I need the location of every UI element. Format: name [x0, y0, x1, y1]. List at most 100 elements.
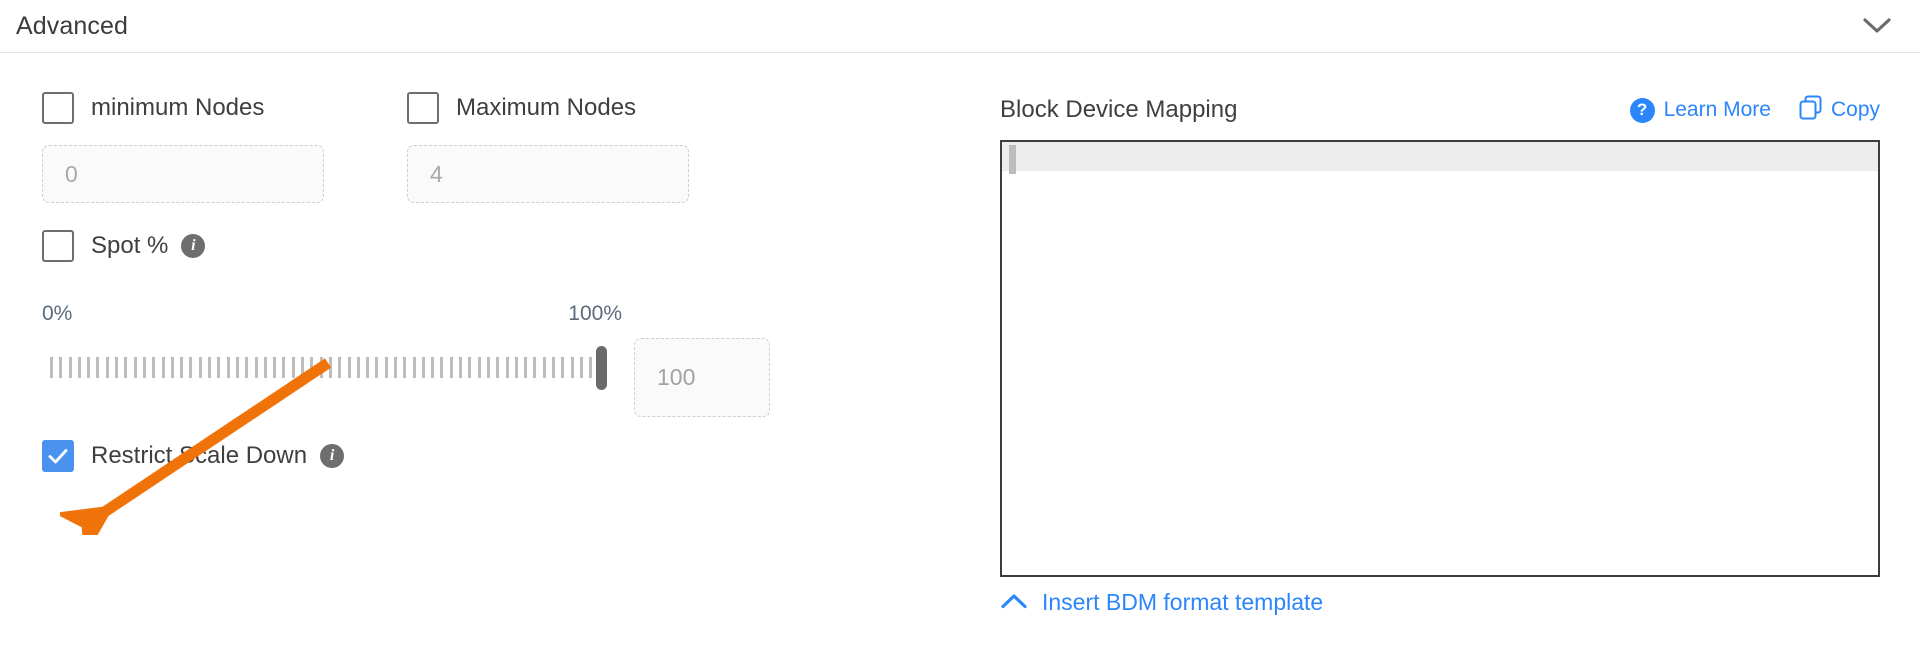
- slider-tick: [235, 357, 239, 378]
- slider-tick: [189, 357, 193, 378]
- slider-tick: [375, 357, 379, 378]
- slider-tick: [347, 357, 351, 378]
- slider-tick: [310, 357, 314, 378]
- slider-tick: [542, 357, 546, 378]
- slider-tick: [570, 357, 574, 378]
- spot-percent-value-input[interactable]: 100: [634, 338, 770, 417]
- copy-label: Copy: [1830, 98, 1880, 121]
- slider-tick: [282, 357, 286, 378]
- slider-tick: [505, 357, 509, 378]
- slider-tick: [254, 357, 258, 378]
- maximum-nodes-field: Maximum Nodes 4: [407, 92, 689, 203]
- slider-tick: [524, 357, 528, 378]
- copy-link[interactable]: Copy: [1799, 95, 1880, 126]
- slider-tick: [319, 357, 323, 378]
- slider-tick: [477, 357, 481, 378]
- slider-tick: [496, 357, 500, 378]
- restrict-scale-down-checkbox[interactable]: [42, 440, 74, 472]
- slider-tick: [87, 357, 91, 378]
- copy-icon: [1799, 95, 1822, 126]
- slider-tick: [198, 357, 202, 378]
- slider-tick: [579, 357, 583, 378]
- spot-percent-checkbox-row[interactable]: Spot % i: [42, 230, 832, 262]
- slider-tick: [180, 357, 184, 378]
- slider-tick: [142, 357, 146, 378]
- spot-percent-checkbox[interactable]: [42, 230, 74, 262]
- slider-tick: [514, 357, 518, 378]
- slider-tick: [421, 357, 425, 378]
- slider-tick: [152, 357, 156, 378]
- insert-bdm-format-template-label: Insert BDM format template: [1042, 589, 1324, 615]
- slider-tick: [77, 357, 81, 378]
- slider-tick: [589, 357, 593, 378]
- slider-tick: [68, 357, 72, 378]
- spot-percent-slider[interactable]: [42, 338, 607, 396]
- maximum-nodes-input[interactable]: 4: [407, 145, 689, 203]
- right-column: Block Device Mapping ? Learn More Copy: [1000, 92, 1880, 616]
- minimum-nodes-input[interactable]: 0: [42, 145, 324, 203]
- learn-more-label: Learn More: [1663, 98, 1771, 121]
- maximum-nodes-checkbox-row[interactable]: Maximum Nodes: [407, 92, 689, 124]
- spot-percent-slider-group: 0% 100% 100: [42, 302, 772, 420]
- block-device-mapping-title: Block Device Mapping: [1000, 96, 1238, 123]
- slider-tick: [449, 357, 453, 378]
- info-icon[interactable]: i: [320, 444, 345, 468]
- minimum-nodes-label: minimum Nodes: [91, 94, 265, 121]
- maximum-nodes-checkbox[interactable]: [407, 92, 439, 124]
- minimum-nodes-checkbox-row[interactable]: minimum Nodes: [42, 92, 324, 124]
- slider-row: 100: [42, 338, 770, 417]
- slider-tick: [403, 357, 407, 378]
- slider-tick: [291, 357, 295, 378]
- slider-tick: [124, 357, 128, 378]
- slider-tick: [384, 357, 388, 378]
- slider-tick: [96, 357, 100, 378]
- slider-tick: [273, 357, 277, 378]
- slider-tick: [133, 357, 137, 378]
- minimum-nodes-checkbox[interactable]: [42, 92, 74, 124]
- chevron-down-icon[interactable]: [1856, 5, 1898, 47]
- restrict-scale-down-checkbox-row[interactable]: Restrict Scale Down i: [42, 440, 832, 472]
- question-circle-icon: ?: [1629, 97, 1655, 123]
- slider-tick: [338, 357, 342, 378]
- block-device-mapping-actions: ? Learn More Copy: [1629, 95, 1880, 126]
- slider-tick: [412, 357, 416, 378]
- block-device-mapping-editor[interactable]: [1000, 140, 1880, 577]
- maximum-nodes-label: Maximum Nodes: [456, 94, 637, 121]
- slider-tick: [459, 357, 463, 378]
- slider-tick: [245, 357, 249, 378]
- slider-tick: [170, 357, 174, 378]
- slider-tick: [486, 357, 490, 378]
- slider-tick: [431, 357, 435, 378]
- slider-tick: [561, 357, 565, 378]
- slider-tick: [328, 357, 332, 378]
- section-header: Advanced: [0, 0, 1920, 53]
- slider-tick: [115, 357, 119, 378]
- info-icon[interactable]: i: [181, 234, 206, 258]
- block-device-mapping-header: Block Device Mapping ? Learn More Copy: [1000, 92, 1880, 128]
- slider-ticks: [50, 357, 602, 378]
- slider-max-label: 100%: [568, 302, 622, 325]
- slider-tick: [301, 357, 305, 378]
- editor-active-line: [1002, 142, 1878, 171]
- slider-thumb[interactable]: [596, 346, 607, 390]
- nodes-grid: minimum Nodes 0 Maximum Nodes 4: [42, 92, 832, 203]
- slider-tick: [440, 357, 444, 378]
- slider-tick: [533, 357, 537, 378]
- slider-tick: [468, 357, 472, 378]
- slider-tick: [217, 357, 221, 378]
- slider-tick: [263, 357, 267, 378]
- editor-cursor-gutter: [1009, 145, 1016, 174]
- slider-tick: [105, 357, 109, 378]
- slider-tick: [208, 357, 212, 378]
- insert-bdm-format-template-link[interactable]: Insert BDM format template: [1000, 589, 1323, 616]
- slider-tick: [366, 357, 370, 378]
- slider-range-labels: 0% 100%: [42, 302, 622, 326]
- learn-more-link[interactable]: ? Learn More: [1629, 97, 1771, 123]
- restrict-scale-down-label: Restrict Scale Down: [91, 442, 308, 469]
- slider-tick: [59, 357, 63, 378]
- slider-tick: [50, 357, 53, 378]
- spot-percent-label: Spot %: [91, 232, 169, 259]
- slider-tick: [226, 357, 230, 378]
- slider-min-label: 0%: [42, 302, 73, 325]
